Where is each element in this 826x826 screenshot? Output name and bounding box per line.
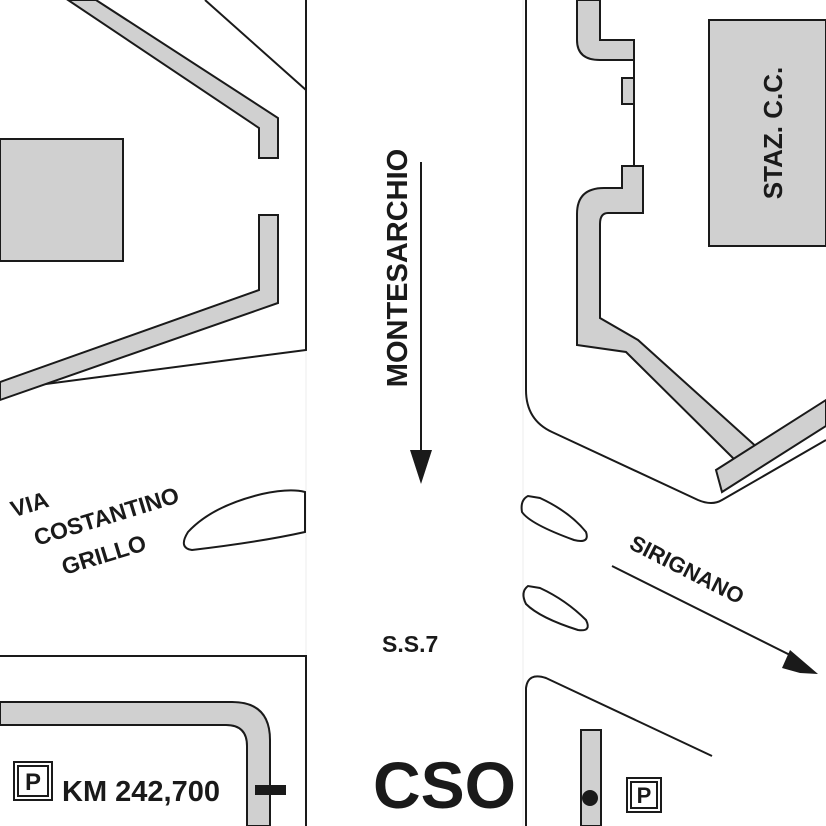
building-station xyxy=(708,19,826,247)
building-top-left xyxy=(0,138,124,262)
bus-shelter-strip xyxy=(580,729,602,826)
label-cso: CSO xyxy=(373,748,516,822)
traffic-island-left xyxy=(182,489,306,552)
block-top-left xyxy=(0,0,307,402)
block-top-right-outline xyxy=(525,0,826,504)
road-edge-guides xyxy=(305,0,524,826)
label-km-marker: KM 242,700 xyxy=(62,776,220,808)
block-top-right: STAZ. C.C. xyxy=(525,0,826,504)
label-staz: STAZ. C.C. xyxy=(758,67,788,199)
block-bottom-right: P xyxy=(525,675,713,826)
svg-text:P: P xyxy=(637,783,652,808)
block-bottom-left-outline xyxy=(0,655,307,826)
arrow-south-icon xyxy=(410,162,432,484)
sidewalk-bottom-left xyxy=(0,701,271,826)
block-top-left-edge xyxy=(204,0,307,91)
traffic-island-right-upper xyxy=(520,494,588,542)
svg-text:VIA: VIA xyxy=(7,486,51,522)
arrow-southeast-icon xyxy=(611,565,818,674)
svg-text:P: P xyxy=(25,769,41,796)
block-top-left-outline xyxy=(0,0,307,391)
parking-icon-right: P xyxy=(626,777,662,813)
block-bottom-left: P KM 242,700 xyxy=(0,655,307,826)
label-via-costantino-grillo: VIA COSTANTINO GRILLO xyxy=(7,482,182,580)
parking-icon-left: P xyxy=(13,761,53,801)
sidewalk-top-left-upper xyxy=(66,0,279,159)
sidewalk-top-left-lower xyxy=(0,214,279,402)
label-montesarchio: MONTESARCHIO xyxy=(382,149,414,387)
sidewalk-top-right-strip xyxy=(714,398,826,494)
sidewalk-top-right xyxy=(576,0,762,464)
label-sirignano: SIRIGNANO xyxy=(626,530,748,609)
label-ss7: S.S.7 xyxy=(382,631,438,657)
traffic-island-right-lower xyxy=(522,584,589,632)
block-bottom-right-outline xyxy=(525,675,713,826)
stop-marker-icon xyxy=(582,790,598,806)
km-marker-post xyxy=(255,785,286,795)
